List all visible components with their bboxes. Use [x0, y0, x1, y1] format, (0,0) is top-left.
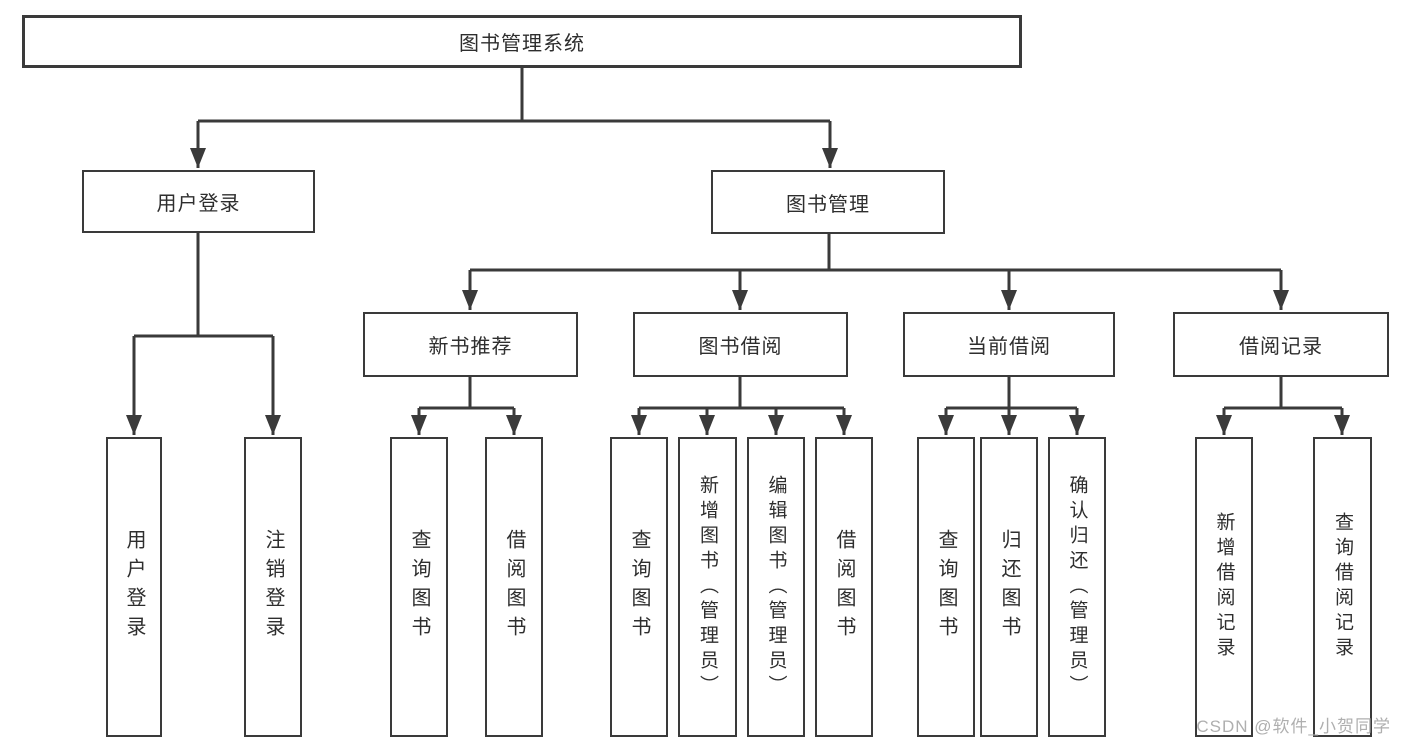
leaf-return-books-label: 归还图书: [998, 529, 1020, 645]
node-new-book-recommendation: 新书推荐: [363, 312, 578, 377]
leaf-user-login-label: 用户登录: [123, 529, 145, 645]
leaf-recommend-borrow-books-label: 借阅图书: [503, 529, 525, 645]
leaf-borrowing-query-books: 查询图书: [610, 437, 668, 737]
node-user-login: 用户登录: [82, 170, 315, 233]
leaf-logout: 注销登录: [244, 437, 302, 737]
node-book-borrowing-label: 图书借阅: [698, 336, 783, 358]
leaf-confirm-return-admin-label: 确认归还（管理员）: [1066, 474, 1088, 700]
watermark-text: CSDN @软件_小贺同学: [1196, 717, 1391, 736]
node-borrowing-records: 借阅记录: [1173, 312, 1389, 377]
node-book-borrowing: 图书借阅: [633, 312, 848, 377]
leaf-borrowing-borrow-books: 借阅图书: [815, 437, 873, 737]
leaf-edit-book-admin-label: 编辑图书（管理员）: [765, 474, 787, 700]
leaf-borrowing-query-books-label: 查询图书: [628, 529, 650, 645]
node-root-label: 图书管理系统: [459, 33, 585, 55]
leaf-confirm-return-admin: 确认归还（管理员）: [1048, 437, 1106, 737]
node-current-borrowing: 当前借阅: [903, 312, 1115, 377]
leaf-return-books: 归还图书: [980, 437, 1038, 737]
leaf-recommend-query-books: 查询图书: [390, 437, 448, 737]
leaf-query-borrow-record: 查询借阅记录: [1313, 437, 1372, 737]
leaf-add-book-admin: 新增图书（管理员）: [678, 437, 737, 737]
leaf-add-borrow-record-label: 新增借阅记录: [1213, 512, 1235, 662]
leaf-recommend-query-books-label: 查询图书: [408, 529, 430, 645]
leaf-current-query-books-label: 查询图书: [935, 529, 957, 645]
leaf-add-book-admin-label: 新增图书（管理员）: [697, 474, 718, 700]
leaf-query-borrow-record-label: 查询借阅记录: [1332, 512, 1353, 662]
node-root: 图书管理系统: [22, 15, 1022, 68]
leaf-user-login: 用户登录: [106, 437, 162, 737]
leaf-logout-label: 注销登录: [262, 529, 284, 645]
node-user-login-label: 用户登录: [156, 193, 241, 215]
leaf-borrowing-borrow-books-label: 借阅图书: [833, 529, 855, 645]
node-current-borrowing-label: 当前借阅: [967, 336, 1051, 358]
node-book-management: 图书管理: [711, 170, 945, 234]
node-new-book-recommendation-label: 新书推荐: [428, 336, 513, 358]
leaf-current-query-books: 查询图书: [917, 437, 975, 737]
node-book-management-label: 图书管理: [786, 193, 870, 216]
leaf-recommend-borrow-books: 借阅图书: [485, 437, 543, 737]
node-borrowing-records-label: 借阅记录: [1239, 336, 1323, 358]
leaf-edit-book-admin: 编辑图书（管理员）: [747, 437, 805, 737]
leaf-add-borrow-record: 新增借阅记录: [1195, 437, 1253, 737]
